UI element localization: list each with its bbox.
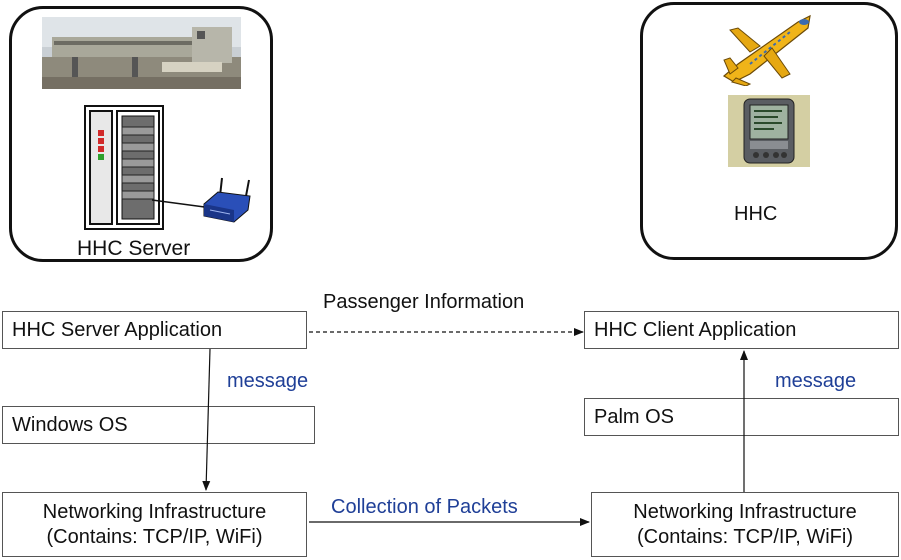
- right-networking-line2: (Contains: TCP/IP, WiFi): [637, 526, 853, 548]
- hhc-client-application-box: HHC Client Application: [584, 311, 899, 349]
- windows-os-label: Windows OS: [12, 414, 128, 436]
- terminal-photo: [42, 17, 241, 89]
- left-networking-line1: Networking Infrastructure: [42, 501, 267, 523]
- hhc-server-application-label: HHC Server Application: [12, 319, 223, 341]
- left-networking-line2: (Contains: TCP/IP, WiFi): [46, 526, 263, 548]
- hhc-client-application-label: HHC Client Application: [594, 319, 797, 341]
- left-message-arrow: [202, 348, 211, 491]
- client-caption: HHC: [734, 203, 778, 225]
- palm-os-box: Palm OS: [584, 398, 899, 436]
- server-caption: HHC Server: [77, 237, 191, 260]
- windows-os-box: Windows OS: [2, 406, 315, 444]
- passenger-information-label: Passenger Information: [323, 291, 525, 313]
- palm-pda-icon: [728, 95, 810, 167]
- collection-of-packets-label: Collection of Packets: [331, 496, 518, 518]
- palm-os-label: Palm OS: [594, 406, 675, 428]
- right-networking-box: Networking Infrastructure (Contains: TCP…: [591, 492, 899, 557]
- right-networking-line1: Networking Infrastructure: [633, 501, 857, 523]
- left-networking-box: Networking Infrastructure (Contains: TCP…: [2, 492, 307, 557]
- hhc-server-application-box: HHC Server Application: [2, 311, 307, 349]
- right-message-label: message: [775, 370, 857, 392]
- wireless-router-icon: [151, 177, 251, 223]
- server-rack-icon: [84, 105, 164, 230]
- airplane-icon: [722, 14, 811, 86]
- left-message-label: message: [227, 370, 309, 392]
